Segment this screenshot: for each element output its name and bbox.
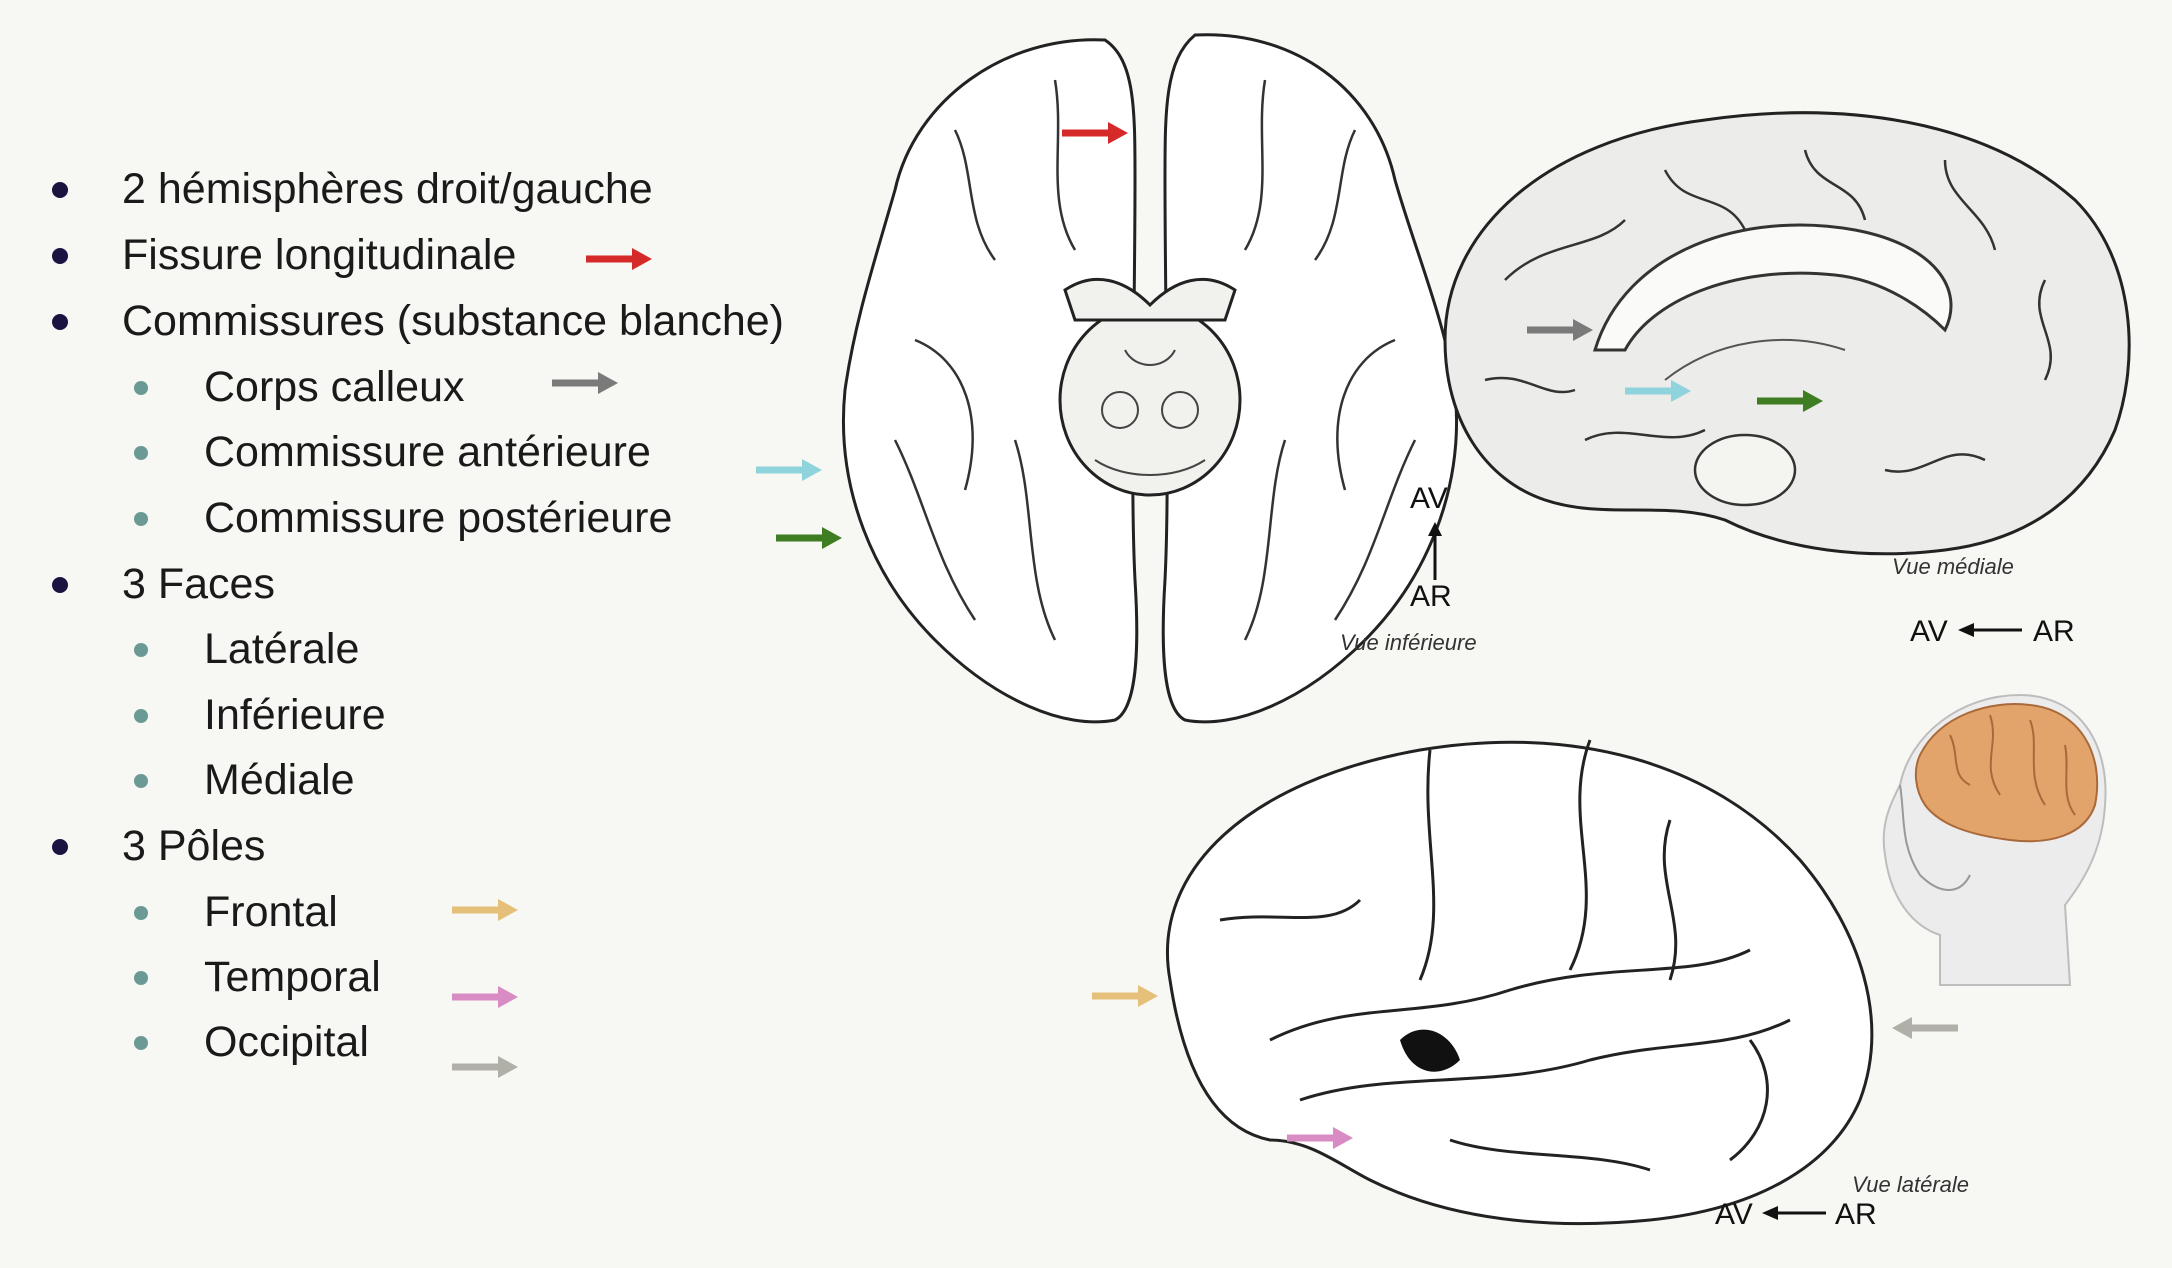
bullet-laterale: Latérale (134, 625, 360, 673)
brain-lateral-drawing (1166, 739, 1874, 1226)
bullet-dot (52, 182, 68, 198)
bullet-commissures: Commissures (substance blanche) (52, 297, 784, 345)
inferior-av-label: AV (1410, 482, 1448, 515)
bullet-dot (52, 577, 68, 593)
bullet-text: Corps calleux (204, 363, 465, 411)
bullet-dot (52, 248, 68, 264)
head-with-brain-icon (1882, 693, 2107, 986)
arrow-temporal-icon (450, 984, 520, 1010)
lateral-caption: Vue latérale (1852, 1172, 1970, 1197)
bullet-faces: 3 Faces (52, 560, 275, 608)
arrow-occipital-icon (450, 1054, 520, 1080)
brain-inferior-view: AV AR Vue inférieure (835, 20, 1515, 740)
arrow-commissure-anterieure-icon (754, 457, 824, 483)
arrow-corps-calleux-marker (1525, 317, 1595, 343)
bullet-fissure: Fissure longitudinale (52, 231, 517, 279)
bullet-dot (134, 1036, 148, 1050)
arrow-commissure-anterieure-marker (1623, 378, 1693, 404)
brain-medial-drawing (1443, 111, 2131, 556)
bullet-occipital: Occipital (134, 1018, 369, 1066)
arrow-fissure-marker (1060, 120, 1130, 146)
bullet-dot (134, 381, 148, 395)
bullet-dot (52, 839, 68, 855)
bullet-commissure-anterieure: Commissure antérieure (134, 428, 651, 476)
bullet-mediale: Médiale (134, 756, 355, 804)
bullet-text: 2 hémisphères droit/gauche (122, 165, 653, 213)
bullet-dot (52, 314, 68, 330)
lateral-av-label: AV (1715, 1198, 1753, 1231)
bullet-frontal: Frontal (134, 888, 338, 936)
bullet-dot (134, 512, 148, 526)
arrow-commissure-posterieure-icon (774, 525, 844, 551)
lateral-ar-label: AR (1835, 1198, 1877, 1231)
bullet-dot (134, 643, 148, 657)
bullet-text: Médiale (204, 756, 355, 804)
bullet-dot (134, 774, 148, 788)
bullet-text: Frontal (204, 888, 338, 936)
head-illustration (1880, 685, 2110, 995)
bullet-commissure-posterieure: Commissure postérieure (134, 494, 673, 542)
medial-caption: Vue médiale (1892, 554, 2014, 579)
bullet-text: Commissure antérieure (204, 428, 651, 476)
bullet-dot (134, 446, 148, 460)
bullet-text: Inférieure (204, 691, 386, 739)
medial-ar-label: AR (2033, 615, 2075, 648)
bullet-text: Occipital (204, 1018, 369, 1066)
inferior-up-arrow-icon (1428, 522, 1442, 580)
bullet-temporal: Temporal (134, 953, 381, 1001)
arrow-commissure-posterieure-marker (1755, 388, 1825, 414)
medial-left-arrow-icon (1958, 623, 2022, 637)
inferior-ar-label: AR (1410, 580, 1452, 613)
brain-medial-view: Vue médiale AV AR (1425, 80, 2145, 660)
arrow-occipital-marker (1890, 1015, 1960, 1041)
bullet-corps-calleux: Corps calleux (134, 363, 465, 411)
bullet-text: 3 Pôles (122, 822, 266, 870)
bullet-dot (134, 971, 148, 985)
arrow-corps-calleux-icon (550, 370, 620, 396)
bullet-text: Temporal (204, 953, 381, 1001)
arrow-fissure-icon (584, 246, 654, 272)
brain-inferior-drawing (841, 33, 1459, 724)
lateral-left-arrow-icon (1762, 1206, 1826, 1220)
brain-lateral-view: Vue latérale AV AR (1090, 720, 1969, 1260)
bullet-text: Fissure longitudinale (122, 231, 517, 279)
bullet-hemispheres: 2 hémisphères droit/gauche (52, 165, 653, 213)
bullet-text: Commissure postérieure (204, 494, 673, 542)
bullet-inferieure: Inférieure (134, 691, 386, 739)
arrow-frontal-icon (450, 897, 520, 923)
arrow-temporal-marker (1285, 1125, 1355, 1151)
bullet-text: 3 Faces (122, 560, 275, 608)
bullet-text: Commissures (substance blanche) (122, 297, 784, 345)
inferior-caption: Vue inférieure (1340, 630, 1477, 655)
medial-av-label: AV (1910, 615, 1948, 648)
arrow-frontal-marker (1090, 983, 1160, 1009)
bullet-text: Latérale (204, 625, 360, 673)
bullet-poles: 3 Pôles (52, 822, 266, 870)
bullet-dot (134, 709, 148, 723)
bullet-dot (134, 906, 148, 920)
